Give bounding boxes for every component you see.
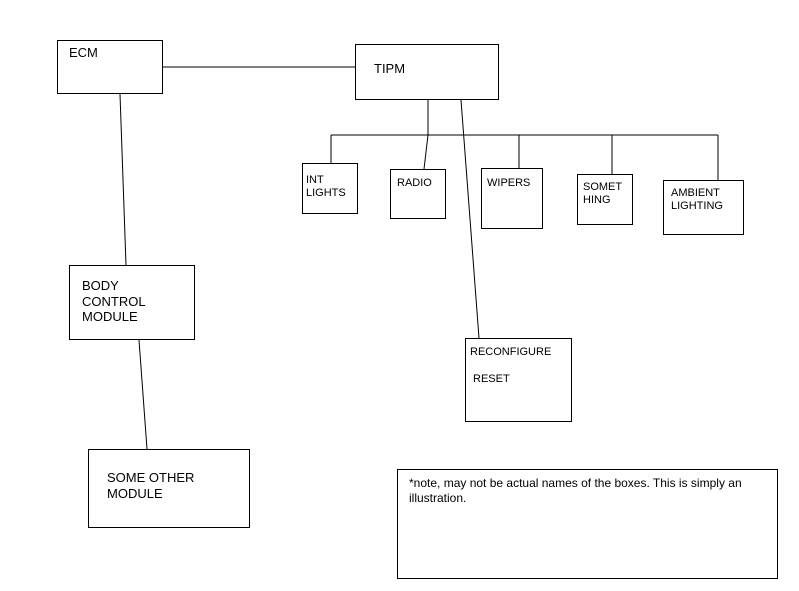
- reconfigure-label: RECONFIGURE: [470, 346, 552, 358]
- drop-radio: [423, 134, 429, 170]
- tipm-box: [355, 44, 499, 100]
- something-label: SOMET HING: [583, 181, 623, 207]
- ecm-box: [57, 40, 163, 94]
- int-lights-label: INT LIGHTS: [306, 174, 346, 200]
- link-tipm-reconfigure: [460, 99, 480, 339]
- radio-box: [390, 169, 446, 219]
- link-bcm-other: [138, 339, 148, 450]
- something-box: [577, 174, 633, 225]
- some-other-module-box: [88, 449, 250, 528]
- reset-label: RESET: [473, 373, 510, 385]
- some-other-module-label: SOME OTHER MODULE: [107, 470, 195, 501]
- wipers-label: WIPERS: [487, 177, 531, 189]
- int-lights-box: [302, 163, 358, 214]
- radio-label: RADIO: [397, 177, 432, 189]
- ambient-lighting-label: AMBIENT LIGHTING: [671, 187, 723, 213]
- reconfigure-box: [465, 338, 572, 422]
- body-control-module-label: BODY CONTROL MODULE: [82, 278, 146, 325]
- note-text: *note, may not be actual names of the bo…: [409, 476, 742, 505]
- link-ecm-bcm: [119, 93, 127, 266]
- tipm-label: TIPM: [374, 61, 406, 76]
- note-box: [397, 469, 778, 579]
- ambient-lighting-box: [663, 180, 744, 235]
- ecm-label: ECM: [69, 45, 98, 60]
- wipers-box: [481, 168, 543, 229]
- body-control-module-box: [69, 265, 195, 340]
